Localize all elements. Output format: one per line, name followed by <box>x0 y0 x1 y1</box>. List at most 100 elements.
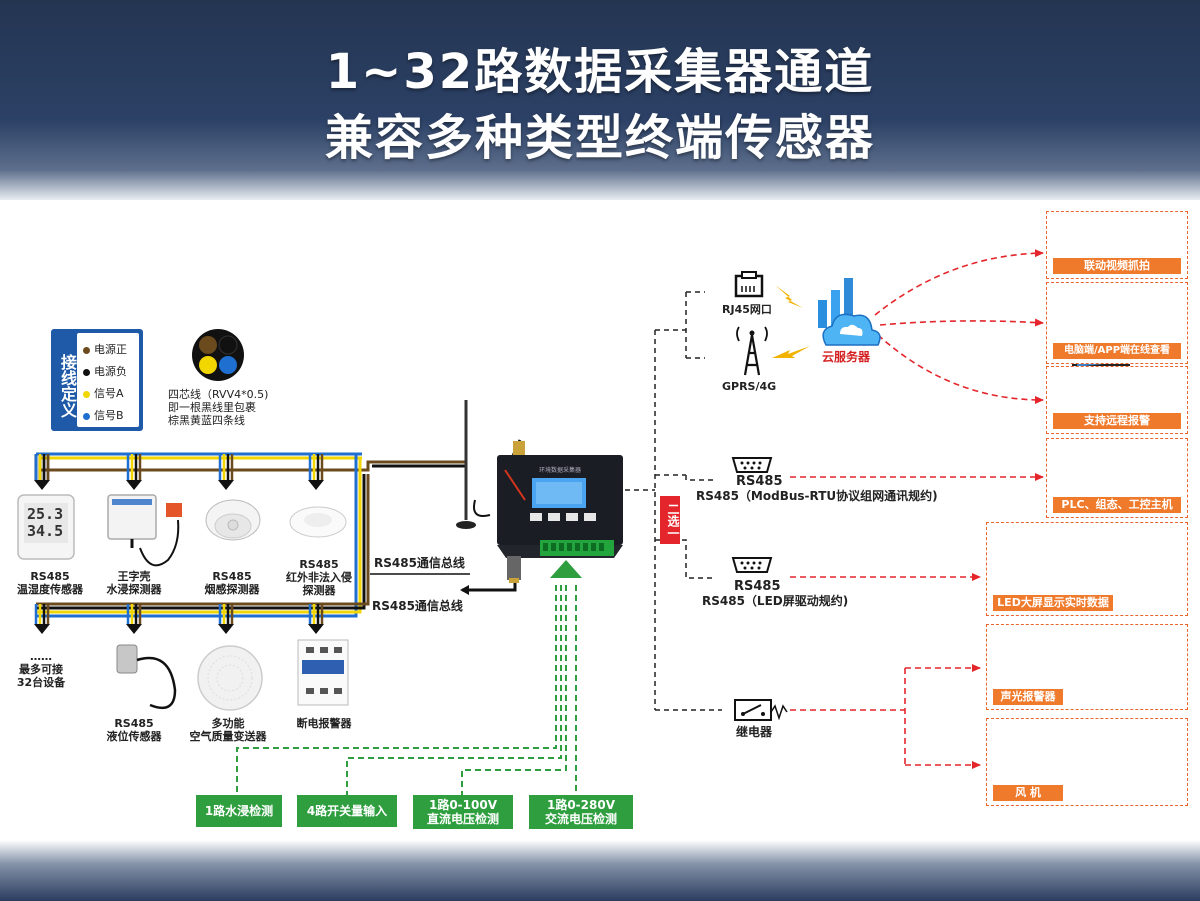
wiring-legend: 接线定义 电源正 电源负 信号A 信号B <box>51 329 143 431</box>
output-siren: 声光报警器 <box>986 624 1188 710</box>
rs485-led-desc: RS485（LED屏驱动规约) <box>702 594 849 608</box>
sensor-label-smoke: RS485 烟感探测器 <box>190 570 274 596</box>
relay-icon <box>734 699 788 721</box>
sensor-label-line: RS485 <box>212 570 252 583</box>
sensor-label-line: 空气质量变送器 <box>189 730 267 743</box>
bus-drops-top <box>34 454 324 490</box>
input-label: 1路0-100V <box>428 798 498 812</box>
bus-label-2: RS485通信总线 <box>372 599 463 613</box>
bus-drops-bottom <box>34 604 324 634</box>
sensor-label-power-alarm: 断电报警器 <box>282 717 366 730</box>
output-tree <box>625 291 722 711</box>
output-video-capture: 联动视频抓拍 <box>1046 211 1188 279</box>
sensor-label-line: 水浸探测器 <box>106 583 162 596</box>
output-led-screen: LED大屏显示实时数据 <box>986 522 1188 616</box>
output-app-view: 电脑端/APP端在线查看 <box>1046 282 1188 364</box>
input-wires <box>236 585 577 795</box>
cable-line-2: 即一根黑线里包裹 <box>168 401 256 414</box>
input-water-leak: 1路水浸检测 <box>196 795 282 827</box>
input-label: 交流电压检测 <box>544 812 617 826</box>
signal-bolt-icon <box>775 285 803 308</box>
output-label: 声光报警器 <box>993 689 1063 705</box>
output-label: 支持远程报警 <box>1053 413 1181 429</box>
sensor-label-line: RS485 <box>299 558 339 571</box>
sensor-label-level: RS485 液位传感器 <box>92 717 176 743</box>
more-devices-line: 32台设备 <box>16 676 66 689</box>
output-fan: 风 机 <box>986 718 1188 806</box>
sensor-label-line: 探测器 <box>302 584 336 597</box>
output-remote-alarm: 支持远程报警 <box>1046 366 1188 434</box>
power-failure-alarm-icon <box>297 639 349 706</box>
title-line-2: 兼容多种类型终端传感器 <box>324 110 875 166</box>
legend-item: 电源正 <box>83 341 127 357</box>
more-devices-dots: …… <box>30 650 52 663</box>
sensor-label-air-quality: 多功能 空气质量变送器 <box>180 717 276 743</box>
cloud-server-icon <box>818 278 881 346</box>
rs485-plc-title: RS485 <box>736 474 783 489</box>
footer-band <box>0 840 1200 901</box>
level-sensor-icon <box>116 644 177 710</box>
input-label: 1路水浸检测 <box>204 804 274 818</box>
sensor-label-line: 温湿度传感器 <box>17 583 83 596</box>
air-quality-sensor-icon <box>197 645 263 711</box>
more-devices-label: …… 最多可接 32台设备 <box>16 650 66 689</box>
humidity-readout: 34.5 <box>27 522 64 540</box>
rs485-led-title: RS485 <box>734 579 781 594</box>
legend-label: 电源负 <box>94 365 127 378</box>
infrared-sensor-icon <box>289 506 347 538</box>
signal-bolt-icon <box>772 346 810 358</box>
sensor-label-line: 王字壳 <box>117 570 151 583</box>
brown-dot-icon <box>83 346 90 354</box>
input-label: 4路开关量输入 <box>306 804 388 818</box>
input-switch: 4路开关量输入 <box>297 795 397 827</box>
cell-tower-icon <box>736 326 768 376</box>
data-collector-device-icon: 环境数据采集器 <box>456 400 623 583</box>
legend-label: 信号A <box>94 387 124 400</box>
title-banner: 1~32路数据采集器通道 兼容多种类型终端传感器 <box>0 0 1200 200</box>
thermo-display: 25.3 34.5 <box>27 506 63 540</box>
legend-item: 电源负 <box>83 363 127 379</box>
rj45-label: RJ45网口 <box>722 303 772 316</box>
output-label: 风 机 <box>993 785 1063 801</box>
output-label: 联动视频抓拍 <box>1053 258 1181 274</box>
cable-cross-section-icon <box>192 329 244 381</box>
gprs-label: GPRS/4G <box>722 380 777 393</box>
sensor-label-line: 液位传感器 <box>106 730 162 743</box>
more-devices-line: 最多可接 <box>19 663 63 676</box>
yellow-dot-icon <box>83 390 90 398</box>
bus-label-1: RS485通信总线 <box>374 556 465 570</box>
cable-line-3: 棕黑黄蓝四条线 <box>168 414 245 427</box>
rs485-bus-bottom <box>36 590 370 618</box>
output-label: PLC、组态、工控主机 <box>1053 497 1181 513</box>
rj45-port-icon <box>734 271 764 298</box>
input-dc-voltage: 1路0-100V 直流电压检测 <box>413 795 513 829</box>
db9-connector-icon <box>731 557 773 573</box>
cloud-label: 云服务器 <box>822 350 871 364</box>
input-label: 1路0-280V <box>546 798 616 812</box>
output-plc: PLC、组态、工控主机 <box>1046 438 1188 518</box>
output-label: LED大屏显示实时数据 <box>993 595 1113 611</box>
input-label: 直流电压检测 <box>426 812 499 826</box>
cable-line-1: 四芯线（RVV4*0.5) <box>168 388 269 401</box>
input-ac-voltage: 1路0-280V 交流电压检测 <box>529 795 633 829</box>
sensor-label-line: 断电报警器 <box>296 717 352 730</box>
db9-connector-icon <box>731 457 773 473</box>
cable-description: 四芯线（RVV4*0.5) 即一根黑线里包裹 棕黑黄蓝四条线 <box>168 388 268 427</box>
red-arrows <box>790 249 1044 769</box>
svg-text:环境数据采集器: 环境数据采集器 <box>539 466 581 474</box>
sensor-label-temp-humidity: RS485 温湿度传感器 <box>8 570 92 596</box>
input-arrow <box>550 560 582 578</box>
legend-item: 信号A <box>83 385 124 401</box>
choose-one-badge: 二选一 <box>660 496 680 544</box>
relay-label: 继电器 <box>736 725 773 739</box>
thermometer-sensor-icon <box>17 494 75 560</box>
sensor-label-line: RS485 <box>30 570 70 583</box>
sensor-label-line: 红外非法入侵 <box>286 571 352 584</box>
legend-item: 信号B <box>83 407 124 423</box>
output-label: 电脑端/APP端在线查看 <box>1053 343 1181 359</box>
rs485-plc-desc: RS485（ModBus-RTU协议组网通讯规约) <box>696 489 938 503</box>
legend-heading: 接线定义 <box>58 354 77 418</box>
sensor-label-water-leak: 王字壳 水浸探测器 <box>92 570 176 596</box>
water-leak-sensor-icon <box>107 494 182 567</box>
